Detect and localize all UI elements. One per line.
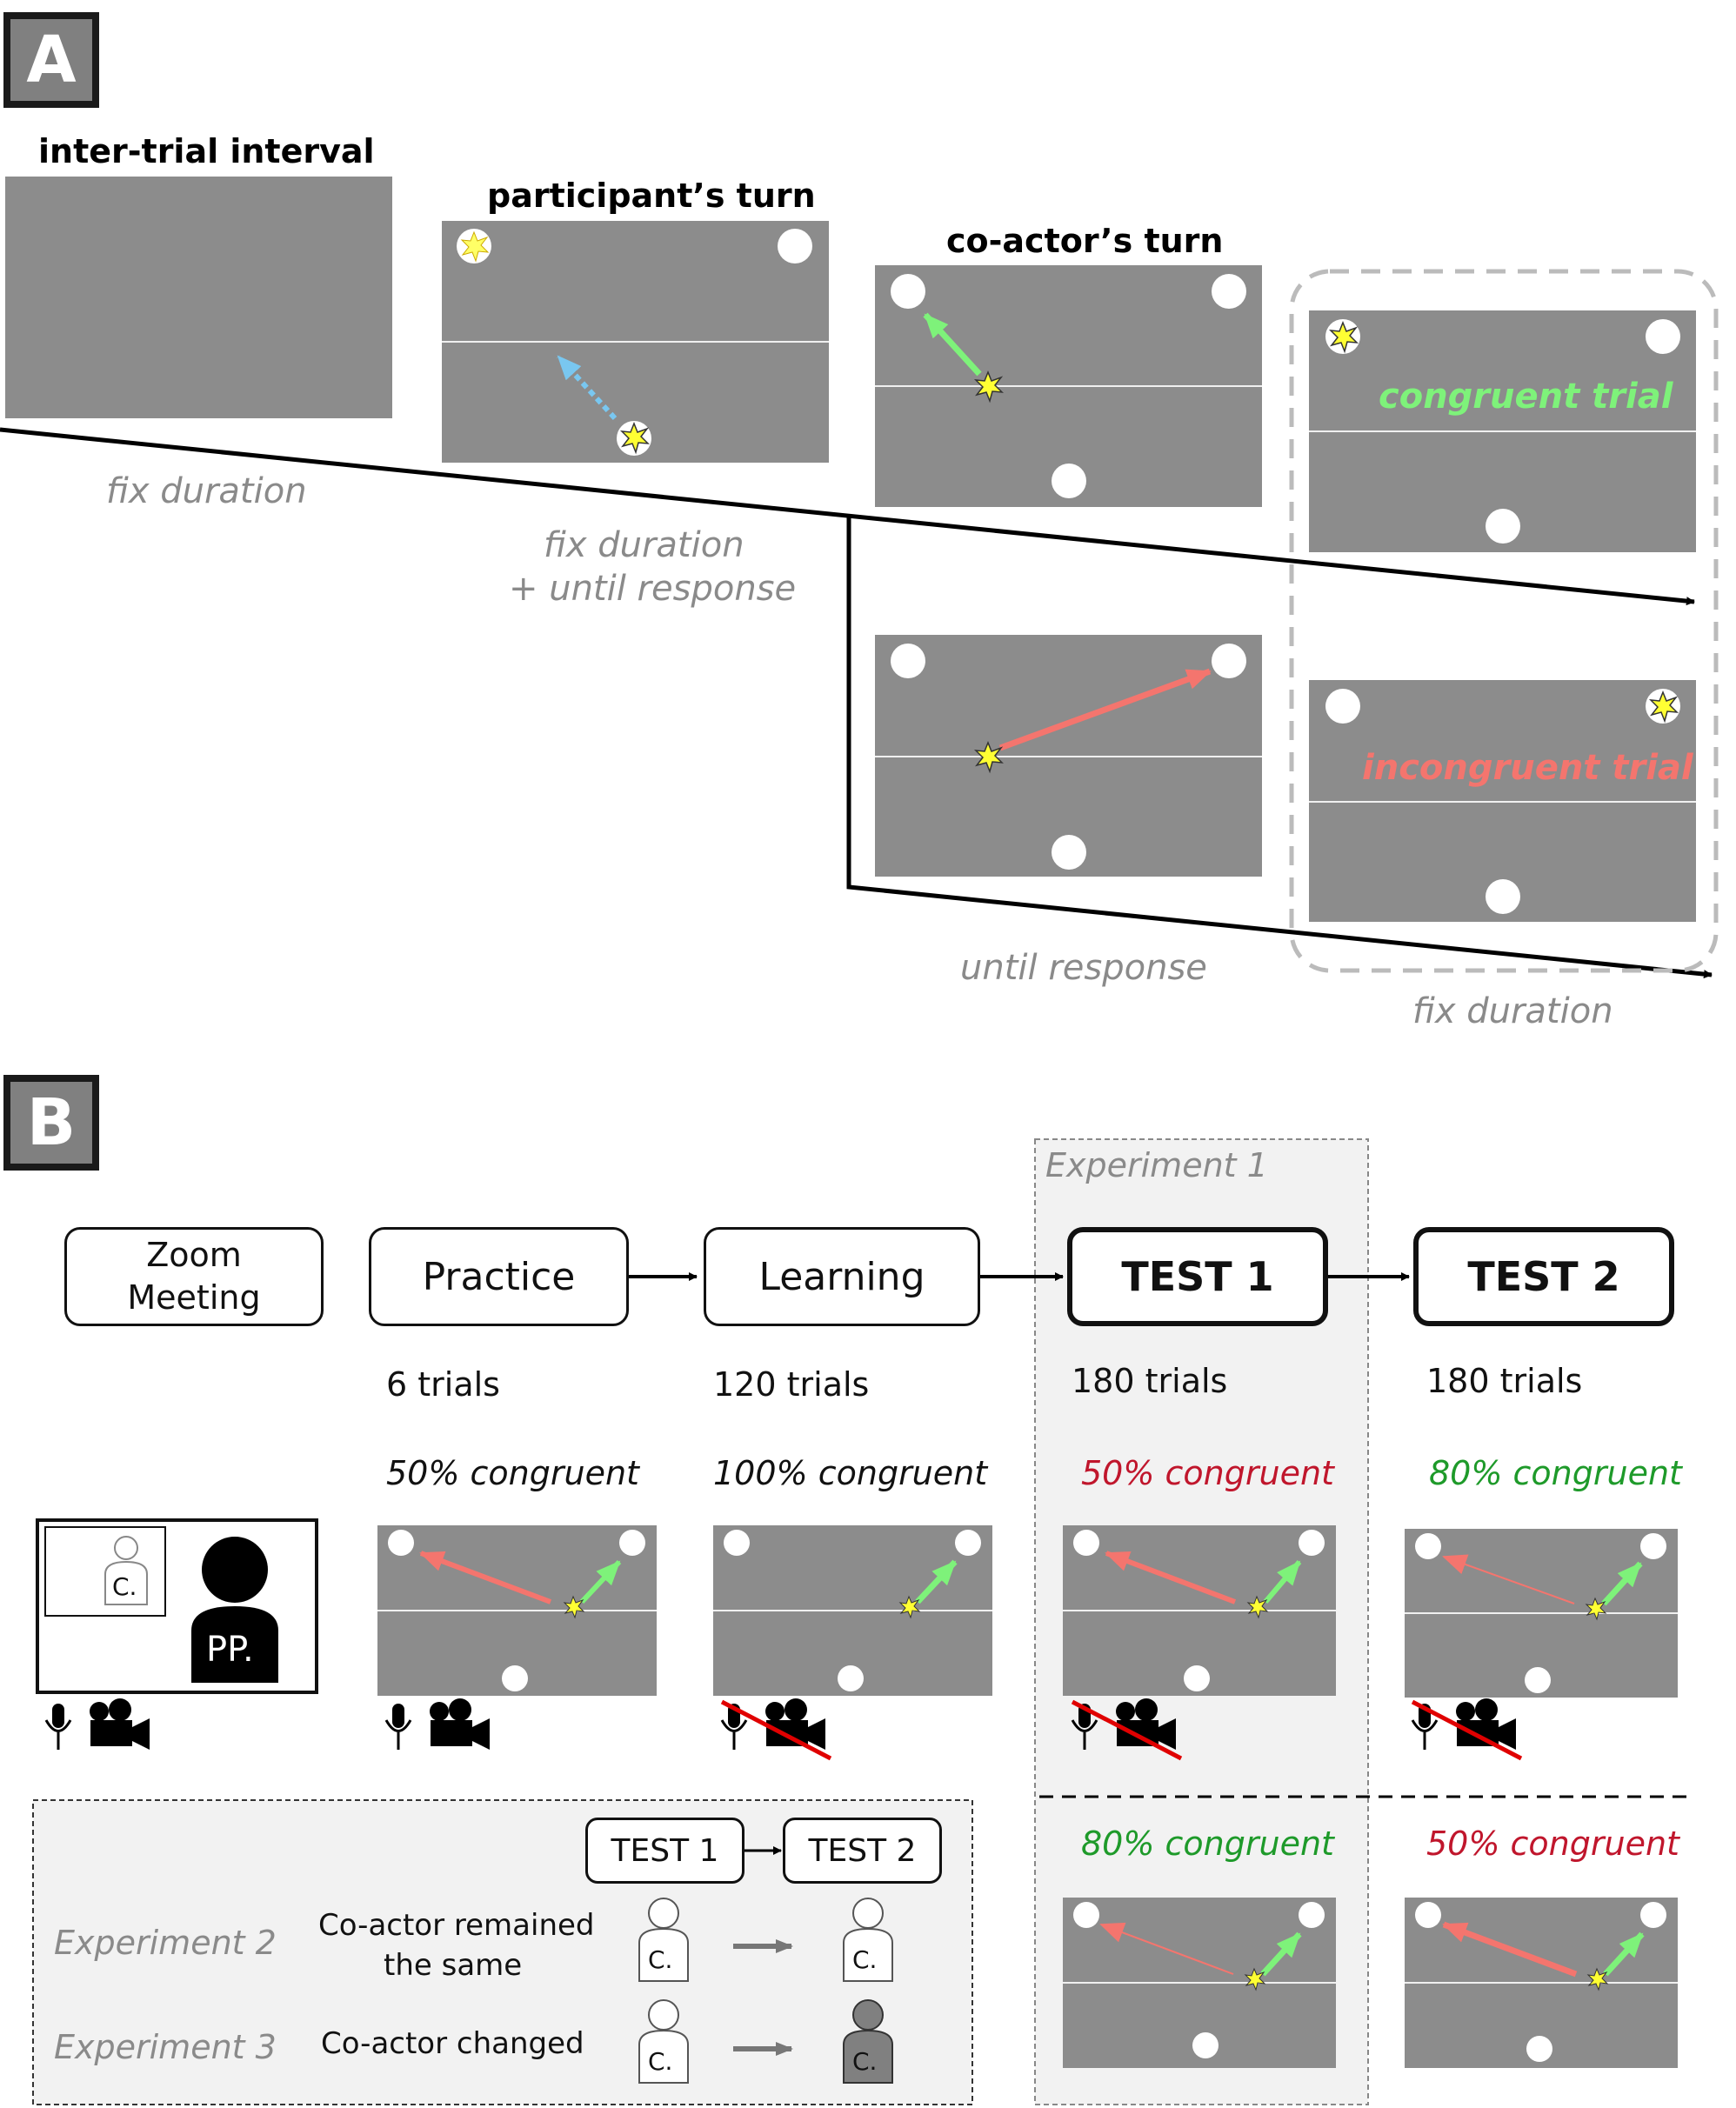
zoom-mic-camera: [44, 1698, 150, 1750]
congruency-practice: 50% congruent: [386, 1454, 639, 1492]
screen-coactor-turn: [875, 265, 1262, 507]
star-icon: [973, 740, 1004, 774]
mini-screen-practice: [377, 1525, 657, 1696]
legend-test2-box: TEST 2: [783, 1818, 942, 1884]
legend-exp3-name: Experiment 3: [54, 2028, 277, 2066]
screen-incongruent-trial: [1309, 680, 1696, 922]
panel-b-badge: B: [3, 1075, 99, 1171]
legend-avatar-label-exp2-test2: C.: [852, 1945, 878, 1974]
phase-test2-label: TEST 2: [1467, 1253, 1620, 1300]
participant-arrow: [556, 354, 618, 421]
screen-participant-turn: [442, 221, 829, 463]
legend-avatar-label-exp3-test1: C.: [648, 2047, 673, 2076]
star-icon: [619, 421, 650, 455]
legend-exp3-desc: Co-actor changed: [321, 2026, 584, 2061]
mini-screen-learning: [713, 1525, 992, 1696]
legend-avatar-exp3-test1: [638, 1999, 689, 2084]
duration-fix-until-2: + until response: [509, 569, 797, 609]
phase-zoom-meeting: Zoom Meeting: [64, 1227, 324, 1326]
mini-screen-test2: [1405, 1529, 1678, 1698]
phase-learning-label: Learning: [758, 1254, 925, 1299]
congruency-test1-exp23: 80% congruent: [1081, 1824, 1334, 1863]
congruent-arrow: [923, 312, 982, 377]
phase-practice-label: Practice: [422, 1254, 576, 1299]
screen-congruent-trial: [1309, 310, 1696, 552]
legend-avatar-exp2-test2: [843, 1898, 893, 1982]
phase-test2: TEST 2: [1413, 1227, 1674, 1326]
trials-practice: 6 trials: [386, 1365, 500, 1404]
congruency-test1: 50% congruent: [1081, 1454, 1334, 1492]
zoom-line-2: Meeting: [127, 1278, 261, 1317]
incongruent-arrow: [998, 668, 1212, 751]
trials-learning: 120 trials: [713, 1365, 870, 1404]
legend-avatar-label-exp3-test2: C.: [852, 2047, 878, 2076]
mini-screen-test1: [1063, 1525, 1336, 1696]
learning-mic-camera-off: [720, 1698, 832, 1761]
panel-a-badge: A: [3, 12, 99, 108]
phase-practice: Practice: [369, 1227, 629, 1326]
incongruent-trial-label: incongruent trial: [1362, 748, 1693, 788]
stage-title-coactor: co-actor’s turn: [946, 222, 1224, 260]
panel-a-badge-text: A: [26, 23, 77, 97]
outcome-group-dashed: [1289, 269, 1719, 973]
zoom-line-1: Zoom: [146, 1235, 242, 1274]
duration-fix-1: fix duration: [106, 471, 307, 511]
duration-fix-until-1: fix duration: [544, 525, 744, 565]
star-icon: [460, 230, 490, 263]
mini-screen-test1-exp23: [1063, 1898, 1336, 2068]
legend-test1-label: TEST 1: [611, 1832, 719, 1869]
screen-iti: [5, 177, 392, 418]
legend-avatar-exp2-test1: [638, 1898, 689, 1982]
legend-avatar-label-exp2-test1: C.: [648, 1945, 673, 1974]
test2-mic-camera-off: [1411, 1698, 1523, 1761]
legend-exp2-desc-2: the same: [384, 1948, 523, 1983]
stage-title-iti: inter-trial interval: [38, 132, 375, 170]
legend-exp2-desc-1: Co-actor remained: [318, 1908, 595, 1943]
legend-test2-label: TEST 2: [808, 1832, 917, 1869]
practice-mic-camera: [384, 1698, 490, 1750]
star-icon: [973, 370, 1004, 404]
legend-test1-box: TEST 1: [585, 1818, 744, 1884]
mini-screen-test2-exp23: [1405, 1898, 1678, 2068]
trials-test2: 180 trials: [1426, 1362, 1583, 1400]
congruent-trial-label: congruent trial: [1379, 377, 1673, 417]
panel-b-badge-text: B: [26, 1085, 77, 1160]
congruency-learning: 100% congruent: [713, 1454, 988, 1492]
legend-avatar-exp3-test2: [843, 1999, 893, 2084]
zoom-screen: [36, 1518, 318, 1694]
screen-coactor-incongruent: [875, 635, 1262, 877]
test1-mic-camera-off: [1071, 1698, 1183, 1761]
legend-exp2-name: Experiment 2: [54, 1924, 277, 1962]
congruency-test2: 80% congruent: [1429, 1454, 1682, 1492]
phase-test1: TEST 1: [1067, 1227, 1328, 1326]
duration-until: until response: [960, 948, 1207, 988]
star-icon: [1328, 320, 1359, 354]
congruency-test2-exp23: 50% congruent: [1426, 1824, 1679, 1863]
phase-test1-label: TEST 1: [1121, 1253, 1274, 1300]
duration-fix-2: fix duration: [1412, 991, 1613, 1031]
trials-test1: 180 trials: [1072, 1362, 1228, 1400]
zoom-coactor-label: C.: [112, 1572, 137, 1601]
star-icon: [1648, 690, 1679, 724]
zoom-participant-label: PP.: [206, 1630, 254, 1670]
timeline-arrows: [0, 427, 1713, 979]
experiment1-label: Experiment 1: [1045, 1146, 1268, 1184]
phase-learning: Learning: [704, 1227, 980, 1326]
stage-title-participant: participant’s turn: [487, 177, 816, 215]
